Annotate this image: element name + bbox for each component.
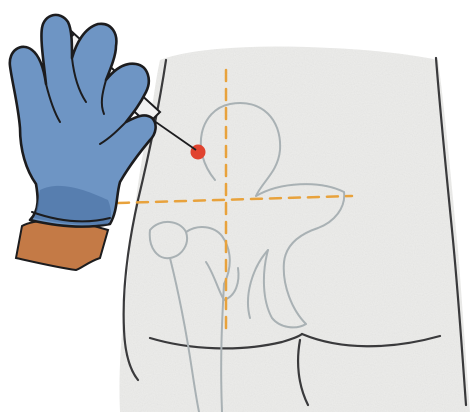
body-skin-fill: [119, 47, 470, 412]
body-silhouette: [119, 47, 470, 412]
forearm-wrist: [16, 221, 108, 270]
